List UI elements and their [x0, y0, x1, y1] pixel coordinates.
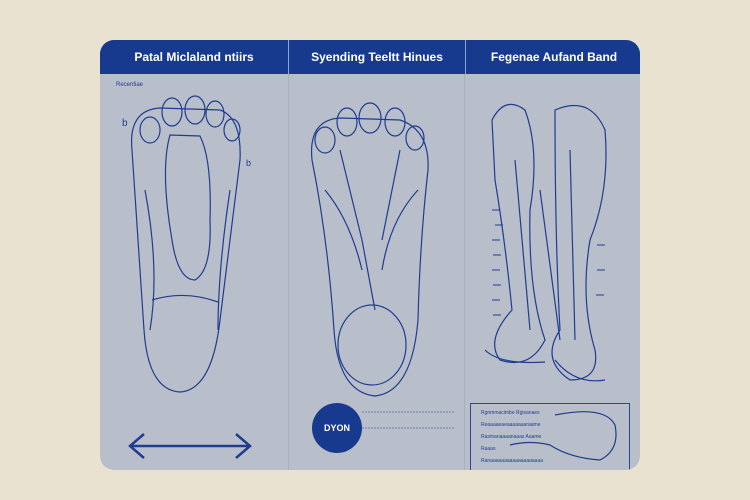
divider: [464, 74, 465, 470]
legend-line: Rgnmmacimbe Rgisanaes: [481, 410, 540, 416]
column-header: Patal Miclaland ntiirs Syending Teeltt H…: [100, 40, 640, 74]
leader-lines: [362, 411, 454, 429]
legend-box: Rgnmmacimbe Rgisanaes Reaaaaeaeaaaaaaara…: [470, 403, 630, 470]
marker-label: b: [246, 158, 252, 168]
badge-circle: DYON: [312, 403, 362, 453]
legend-line: Reaaaaeaeaaaaaaaraame: [481, 422, 541, 428]
left-foot-sole: [130, 95, 241, 393]
double-arrow-icon: [128, 433, 252, 459]
heel-detail: [509, 411, 617, 461]
annotation-ticks: [492, 209, 605, 316]
foot-illustrations: [128, 95, 617, 461]
divider: [288, 74, 289, 470]
column-title-1: Patal Miclaland ntiirs: [100, 40, 289, 74]
legend-line: Ranaaaaaaaaaaaaaaaaaaa: [481, 458, 544, 464]
legend-line: Raaas: [481, 446, 496, 452]
middle-foot-sole: [310, 102, 429, 397]
corner-label: Recentiae: [116, 82, 144, 88]
column-title-3: Fegenae Aufand Band: [490, 50, 618, 64]
anatomy-panel: Patal Miclaland ntiirs Syending Teeltt H…: [100, 40, 640, 470]
legend-line: Rasmanaaaanaaas Aaame: [481, 434, 542, 440]
leg-anatomy: [484, 103, 607, 382]
marker-label: b: [122, 118, 128, 129]
column-title-2: Syending Teeltt Hinues: [289, 40, 466, 74]
